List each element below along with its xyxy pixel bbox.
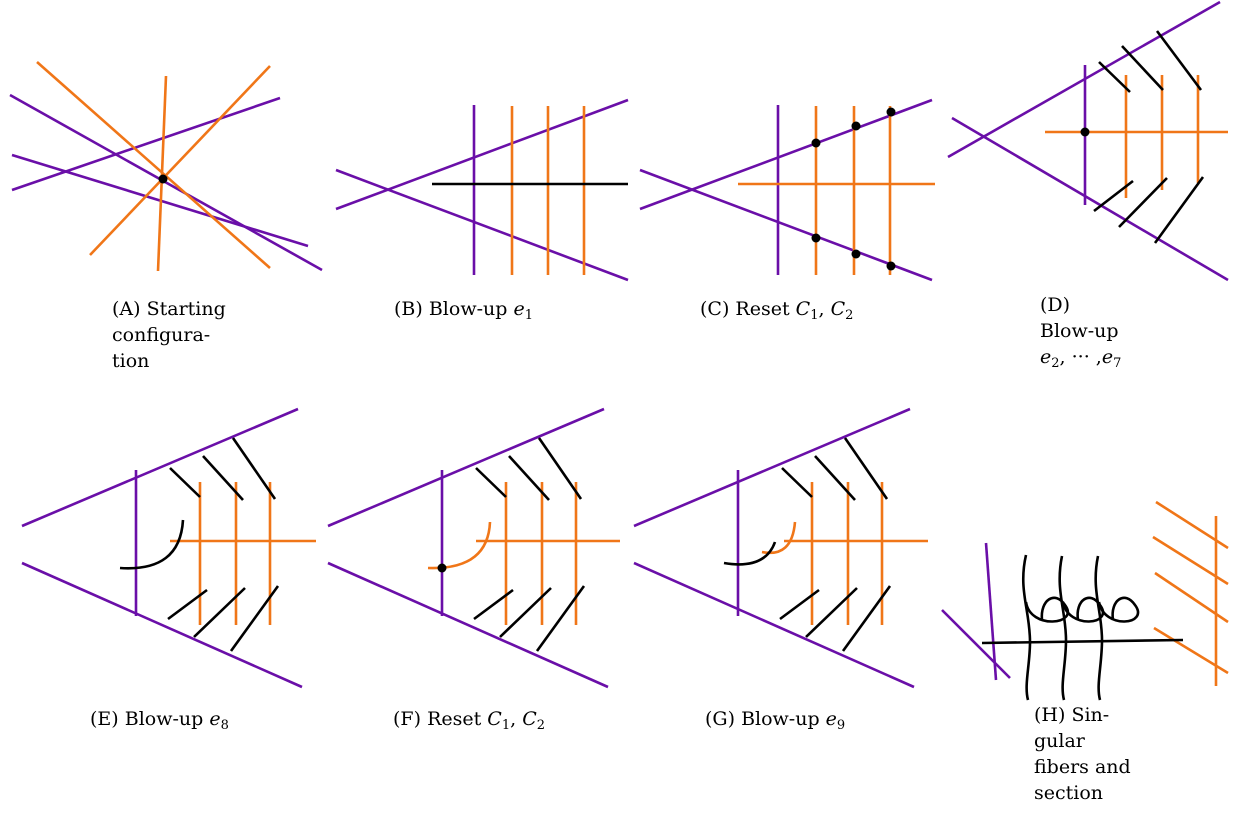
exceptional-curve (169, 467, 201, 498)
exceptional-curve (499, 587, 552, 638)
orange-line (1154, 571, 1229, 624)
panel-h-singular-fibers (941, 500, 1229, 701)
exceptional-curve-e9 (723, 541, 777, 566)
panel-d-blowup-e2-e7 (947, 0, 1229, 282)
panel-c-reset (639, 98, 935, 282)
singular-fiber (1022, 554, 1032, 701)
purple-line (984, 542, 998, 681)
orange-curve (761, 521, 797, 555)
purple-line (21, 561, 303, 689)
caption-g: (G) Blow-up e9 (705, 708, 846, 733)
orange-line (36, 61, 271, 269)
point (886, 107, 896, 117)
exceptional-curve-e8 (119, 519, 185, 570)
purple-line (11, 96, 281, 192)
point (811, 138, 821, 148)
purple-line (9, 93, 323, 272)
exceptional-curve (229, 585, 280, 652)
point (851, 249, 861, 259)
exceptional-curve (779, 588, 820, 621)
fiber-loop (1097, 596, 1140, 623)
point (851, 121, 861, 131)
panel-a-starting-configuration (9, 61, 323, 272)
intersection-point (158, 174, 168, 184)
exceptional-curve (537, 437, 583, 500)
exceptional-curve (1118, 177, 1168, 228)
point (437, 563, 447, 573)
exceptional-curve (167, 588, 208, 621)
purple-line (327, 561, 609, 689)
exceptional-curve (231, 437, 277, 500)
exceptional-curve (1093, 179, 1134, 213)
purple-line (21, 407, 299, 528)
panel-b-blowup-e1 (335, 98, 629, 282)
purple-line (941, 609, 1011, 679)
purple-line (633, 407, 911, 528)
purple-line (335, 98, 629, 211)
point (1080, 127, 1090, 137)
exceptional-curve (781, 467, 813, 498)
caption-h: (H) Sin- gular fibers and section (1034, 704, 1131, 804)
exceptional-curve (193, 587, 246, 638)
exceptional-curve (535, 585, 586, 652)
purple-line (633, 561, 915, 689)
section-line (981, 638, 1184, 645)
purple-line (327, 407, 605, 528)
panel-e-blowup-e8 (21, 407, 316, 689)
caption-a: (A) Starting configura- tion (112, 298, 226, 372)
orange-line (89, 65, 271, 256)
orange-line (1153, 626, 1229, 675)
caption-b: (B) Blow-up e1 (394, 298, 533, 323)
orange-line (1155, 500, 1229, 550)
orange-line (1152, 535, 1229, 586)
orange-curve (427, 521, 492, 570)
panel-g-blowup-e9 (633, 407, 928, 689)
exceptional-curve (475, 467, 507, 498)
exceptional-curve (202, 455, 244, 501)
purple-line (639, 98, 933, 211)
orange-line (156, 75, 168, 272)
singular-fiber (1094, 555, 1104, 701)
caption-e: (E) Blow-up e8 (90, 708, 229, 733)
exceptional-curve (1153, 176, 1205, 244)
purple-line (335, 168, 629, 282)
exceptional-curve (841, 585, 892, 652)
caption-c: (C) Reset C1, C2 (700, 298, 854, 323)
caption-f: (F) Reset C1, C2 (393, 708, 546, 733)
purple-line (639, 168, 933, 282)
singular-fiber (1058, 555, 1068, 701)
panel-f-reset (327, 407, 620, 689)
exceptional-curve (814, 455, 856, 501)
point (811, 233, 821, 243)
fiber-loop (1024, 596, 1069, 623)
exceptional-curve (508, 455, 550, 501)
exceptional-curve (473, 588, 514, 621)
exceptional-curve (843, 437, 889, 500)
exceptional-curve (1155, 30, 1203, 91)
exceptional-curve (1098, 61, 1131, 93)
exceptional-curve (1121, 45, 1164, 91)
exceptional-curve (805, 587, 858, 638)
point (886, 261, 896, 271)
purple-line (951, 116, 1229, 282)
